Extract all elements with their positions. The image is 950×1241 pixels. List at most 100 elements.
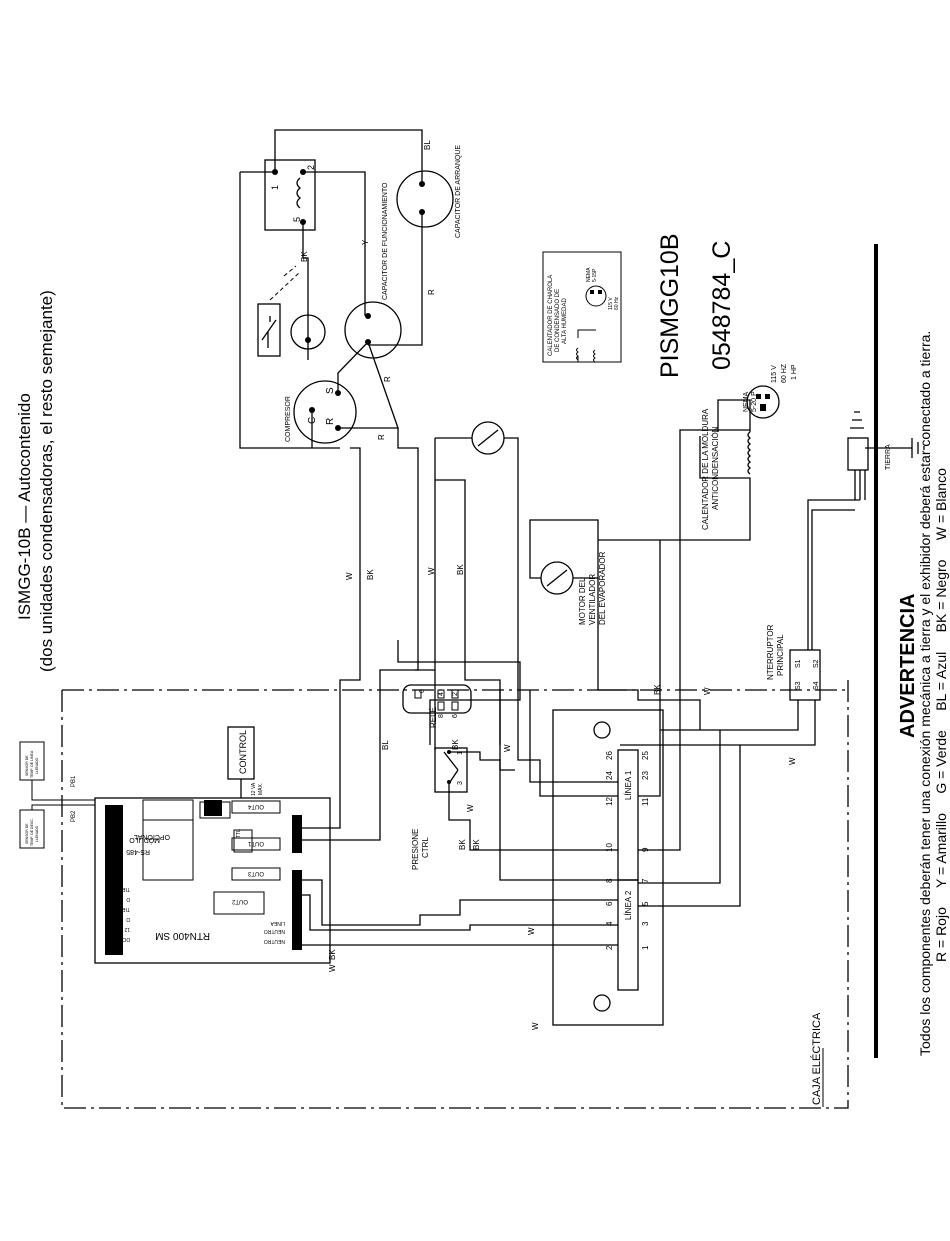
neutral-3: NEUTRO [264,938,285,944]
compressor-pin-s: S [325,387,336,394]
start-capacitor-label: CAPACITOR DE ARRANQUE [455,145,462,238]
evaporator-fan-motor: MOTOR DEL VENTILADOR DEL EVAPORADOR [529,519,607,625]
pressure-control: 1 3 PRESIONE CTRL [411,747,468,870]
compressor-motor-protector: 1 2 5 [264,159,316,231]
control-label: CONTROL [238,730,248,774]
relay-pin-4: 4 [438,692,445,696]
wire-label-12: W [328,964,337,972]
drawing-number: 0548784_C [708,241,736,370]
pc-label-2: CTRL [421,837,430,858]
rs485-1: RS-485 [126,848,150,855]
warning-text: Todos los componentes deberán tener una … [917,331,933,1056]
run-capacitor: CAPACITOR DE FUNCIONAMIENTO [344,182,402,359]
wire-label-13: Y [361,239,370,245]
start-capacitor: CAPACITOR DE ARRANQUE [396,145,462,238]
main-switch: NTERRUPTOR PRINCIPAL S3 S1 S4 S2 [620,499,860,746]
wire-label-2: W [427,567,436,575]
diagram-subtitle: (dos unidades condensadoras, el resto se… [37,290,56,672]
wire-label-7: W [466,804,475,812]
probe-pb1: PB1 [71,775,77,787]
wire-label-22: BK [653,684,662,695]
probe2-l3: LLENADO [35,825,39,842]
relay-label: RELÉ [429,707,438,728]
ttl-label: TTL [236,829,242,838]
misc-3: TIERRA [111,906,130,912]
max-label-2: MÁX. [257,783,264,795]
compressor-wiring [239,129,423,640]
out2: OUT2 [231,898,248,904]
main-rating-3: 1 HP [791,364,798,380]
neutral-1: LINEA [270,920,285,926]
wire-label-20: W [788,757,797,765]
probe1-l3: LLENADO [35,757,39,774]
electrical-box-label: CAJA ELÉCTRICA [810,1012,823,1105]
molding-heater-label-1: CALENTADOR DE LA MOLDURA [701,408,710,530]
misc-5: 12 V [119,926,130,932]
main-rating-1: 115 V [771,365,778,383]
wire-labels: BK W W BK BL BK W W BK BK W BK W Y R R R… [300,140,797,1030]
term-6: 6 [605,901,614,906]
compressor-pin-r: R [325,418,336,425]
out3: OUT3 [247,870,264,876]
probes: SENSOR DE TEMP. DE LINEA LLENADO SENSOR … [19,741,95,849]
wire-label-6: W [503,744,512,752]
pan-heater-label-2: DE CONDENSADO DE [555,289,561,352]
pan-plug-label-1: NEMA [586,267,592,282]
wire-label-0: BK [366,569,375,580]
main-rating-2: 60 HZ [781,363,788,383]
wire-label-5: BK [451,739,460,750]
molding-heater-label-2: ANTICONDENSACIÓN [711,426,720,510]
pan-heater-label-1: CALENTADOR DE CHAROLA [548,275,554,356]
header: ISMGG-10B — Autocontenido (dos unidades … [15,290,56,672]
wire-label-10: W [527,927,536,935]
pan-rating-2: 60 Hz [614,296,620,310]
main-switch-label-1: NTERRUPTOR [766,624,775,680]
term-24: 24 [605,771,614,780]
pan-plug-label-2: 5-15P [592,268,598,282]
term-3: 3 [641,921,650,926]
main-plug-label-1: NEMA [743,391,750,412]
wire-label-4: BL [381,740,390,750]
wire-label-11: BK [328,949,337,960]
probe-pb2: PB2 [71,810,77,822]
model-number: PISMGG10B [656,234,684,379]
warning-title: ADVERTENCIA [897,594,919,738]
main-plug-label-2: 5-20 P [751,391,758,412]
switch-s2: S2 [813,659,820,668]
term-10: 10 [605,843,614,852]
terminal-block: LÍNEA 1 LÍNEA 2 26 25 24 23 12 11 10 9 8… [552,709,664,1026]
misc-1: TIERRA [111,886,130,892]
main-plug: NEMA 5-20 P 115 V 60 HZ 1 HP [743,363,869,500]
pan-rating-1: 115 V [608,297,614,310]
switch-s4: S4 [813,681,820,690]
wire-label-8: BK [458,839,467,850]
wire-label-18: BK [300,251,309,262]
condenser-fan [434,421,519,540]
controller-name: RTN400 SM [155,930,210,941]
term-2: 2 [605,945,614,950]
wire-label-16: R [377,434,386,440]
term-23: 23 [641,771,650,780]
internal-wiring [302,429,750,946]
compressor-label: COMPRESOR [285,396,292,442]
ground-label: TIERRA [885,444,892,470]
term-4: 4 [605,921,614,926]
thermal-switch [257,265,326,357]
out4: OUT4 [247,803,264,809]
controller-board: RS-485 MÓDULO OPCIONAL RTN400 SM OUT4 OU… [94,797,331,964]
term-1: 1 [641,945,650,950]
relay-pin-8: 8 [438,714,445,718]
wire-label-21: W [531,1022,540,1030]
compressor: C S R COMPRESOR [285,380,357,444]
relay-pin-2: 2 [452,692,459,696]
wire-label-19: W [703,687,712,695]
evap-fan-label: MOTOR DEL [578,577,587,625]
left-terminals [105,805,123,955]
max-label-1: 12 VA [251,782,257,796]
molding-heater: CALENTADOR DE LA MOLDURA ANTICONDENSACIÓ… [598,399,752,541]
misc-6: DC [122,936,130,942]
pan-heater-box: CALENTADOR DE CHAROLA DE CONDENSADO DE A… [542,251,622,363]
wire-label-15: R [383,376,392,382]
warning-block: ADVERTENCIA Todos los componentes deberá… [874,244,949,1058]
evap-fan-label-3: DEL EVAPORADOR [598,551,607,625]
